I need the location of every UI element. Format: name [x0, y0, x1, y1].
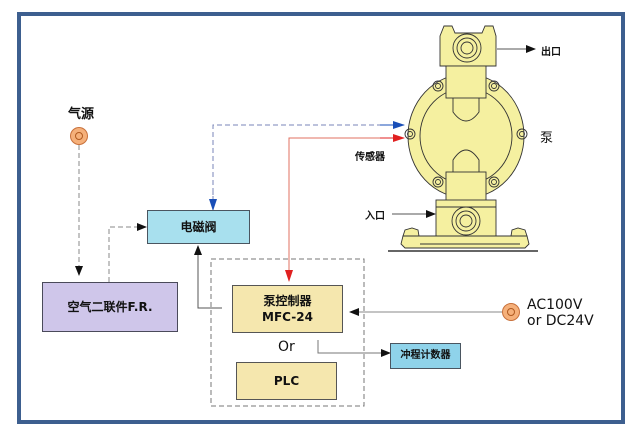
diaphragm-pump	[400, 25, 530, 249]
solenoid-to-pump-air-line	[212, 124, 403, 209]
controller-to-counter-line	[317, 340, 391, 357]
pump-outlet-manifold	[439, 25, 497, 67]
or-label: Or	[278, 339, 295, 355]
plc-box: PLC	[236, 362, 337, 400]
inlet-label: 入口	[365, 211, 385, 222]
pump-controller-name: 泵控制器	[263, 293, 312, 308]
frl-to-solenoid-line	[108, 223, 147, 282]
power-port-icon	[502, 303, 520, 321]
pump-label: 泵	[540, 131, 554, 146]
outlet-label: 出口	[541, 47, 561, 58]
sensor-to-controller-line	[288, 137, 404, 280]
pump-controller-model: MFC-24	[262, 310, 313, 324]
diagram-frame	[17, 12, 625, 424]
pump-inlet-manifold	[435, 199, 497, 237]
solenoid-valve-box: 电磁阀	[147, 210, 250, 244]
power-line-1: AC100V	[527, 297, 583, 313]
pump-base	[400, 235, 530, 249]
controller-to-solenoid-line	[194, 245, 222, 309]
pump-controller-box: 泵控制器 MFC-24	[232, 285, 343, 333]
sensor-label: 传感器	[355, 152, 385, 163]
air-frl-box: 空气二联件F.R.	[42, 282, 178, 332]
air-source-label: 气源	[68, 107, 95, 122]
controller-group-outline	[210, 258, 365, 407]
stroke-counter-box: 冲程计数器	[390, 343, 461, 369]
power-line-2: or DC24V	[527, 313, 594, 329]
air-source-port-icon	[70, 127, 88, 145]
power-supply-label: AC100V or DC24V	[527, 297, 594, 329]
